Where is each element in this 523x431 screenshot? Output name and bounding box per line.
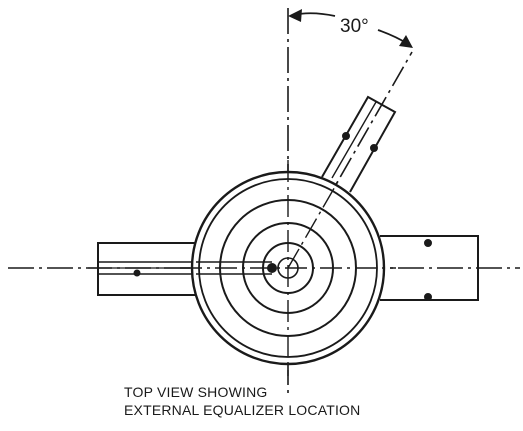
caption-line-1: TOP VIEW SHOWING [124, 384, 268, 400]
caption-line-2: EXTERNAL EQUALIZER LOCATION [124, 402, 361, 418]
angle-arrow-right [377, 29, 413, 48]
angle-label: 30° [340, 16, 369, 37]
external-equalizer-tube [321, 95, 397, 193]
inlet-port-dot [267, 263, 277, 273]
angle-arrow-left [288, 9, 336, 22]
right-outlet-tube [380, 235, 479, 301]
diagram-caption: TOP VIEW SHOWING EXTERNAL EQUALIZER LOCA… [124, 383, 360, 419]
